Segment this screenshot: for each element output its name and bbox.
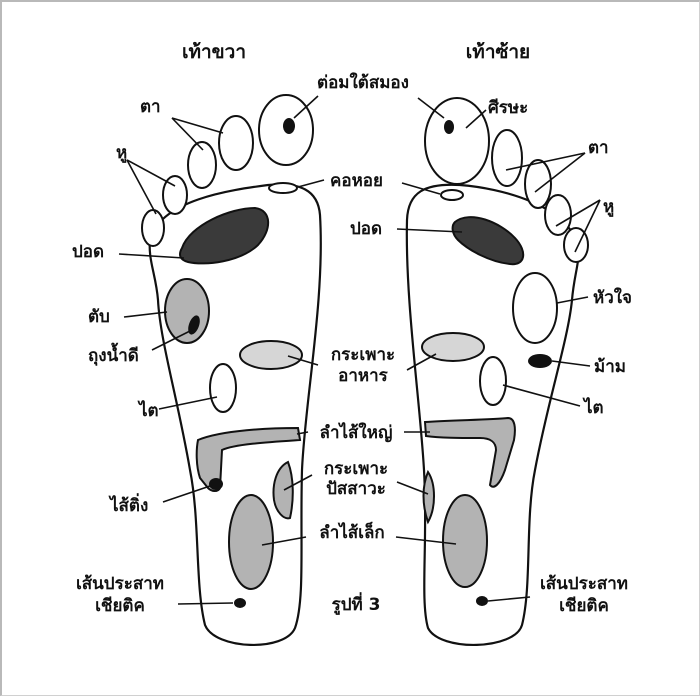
right-toe-2 [218, 115, 254, 171]
label-spleen: ม้าม [594, 357, 626, 377]
right-sciatic-zone [234, 598, 246, 608]
label-large-intestine: ลำไส้ใหญ่ [320, 422, 393, 443]
right-large-intestine-zone [195, 426, 302, 492]
heading-right-foot: เท้าขวา [182, 41, 246, 63]
label-sciatic-right-line1: เส้นประสาท [76, 574, 164, 594]
leader-lines [118, 95, 601, 605]
figure-caption: รูปที่ 3 [332, 592, 381, 616]
left-lung-zone [451, 216, 525, 266]
label-eye-left-foot: ตา [588, 138, 609, 158]
label-small-intestine: ลำไส้เล็ก [319, 520, 384, 543]
left-kidney-zone [479, 356, 507, 406]
right-toe-4 [162, 175, 188, 215]
left-foot [405, 97, 589, 646]
right-bladder-zone [272, 460, 294, 520]
right-throat-zone [268, 182, 298, 194]
label-ear-left-foot: หู [603, 197, 614, 218]
label-kidney-left-foot: ไต [582, 397, 604, 418]
left-bladder-zone [422, 469, 435, 525]
left-spleen-zone [528, 354, 552, 368]
left-toe-3 [524, 159, 552, 209]
label-liver: ตับ [88, 307, 110, 327]
label-head: ศีรษะ [488, 97, 528, 118]
left-toe-2 [491, 129, 523, 187]
label-sciatic-left-line2: เชียติค [559, 595, 609, 616]
left-throat-zone [440, 189, 464, 201]
left-heart-zone [512, 272, 558, 344]
right-lung-zone [179, 206, 270, 265]
label-eye-right-foot: ตา [140, 97, 161, 117]
label-heart: หัวใจ [593, 287, 632, 308]
left-large-intestine-zone [423, 416, 516, 488]
label-sciatic-right-line2: เชียติค [95, 595, 145, 616]
label-lung-left-foot: ปอด [350, 219, 382, 239]
left-big-toe [424, 97, 490, 185]
label-ear-right-foot: หู [116, 143, 127, 164]
labels: เท้าขวา เท้าซ้าย ต่อมใต้สมอง ศีรษะ ตา ตา… [72, 41, 632, 616]
label-stomach-line1: กระเพาะ [331, 345, 395, 365]
label-throat: คอหอย [330, 171, 383, 191]
right-toe-3 [187, 141, 217, 189]
right-pituitary-zone [283, 118, 295, 134]
right-appendix-zone [209, 478, 223, 490]
left-sciatic-zone [476, 596, 488, 606]
right-small-intestine-zone [228, 494, 274, 590]
right-kidney-zone [209, 363, 237, 413]
label-lung-right-foot: ปอด [72, 242, 104, 262]
label-bladder-line2: ปัสสาวะ [326, 479, 386, 499]
right-stomach-zone [239, 340, 303, 370]
label-appendix: ไส้ติ่ง [108, 493, 148, 516]
label-stomach-line2: อาหาร [338, 366, 389, 386]
right-liver-zone [164, 278, 210, 344]
left-toe-4 [544, 194, 572, 236]
right-foot [141, 94, 322, 646]
label-kidney-right-foot: ไต [137, 400, 159, 421]
label-sciatic-left-line1: เส้นประสาท [540, 574, 628, 594]
left-stomach-zone [421, 332, 485, 362]
heading-left-foot: เท้าซ้าย [466, 41, 530, 63]
left-pituitary-zone [444, 120, 454, 134]
label-bladder-line1: กระเพาะ [324, 459, 388, 479]
label-pituitary: ต่อมใต้สมอง [317, 72, 409, 93]
label-gallbladder: ถุงน้ำดี [88, 342, 139, 366]
right-toe-5 [141, 209, 165, 247]
left-small-intestine-zone [442, 494, 488, 588]
